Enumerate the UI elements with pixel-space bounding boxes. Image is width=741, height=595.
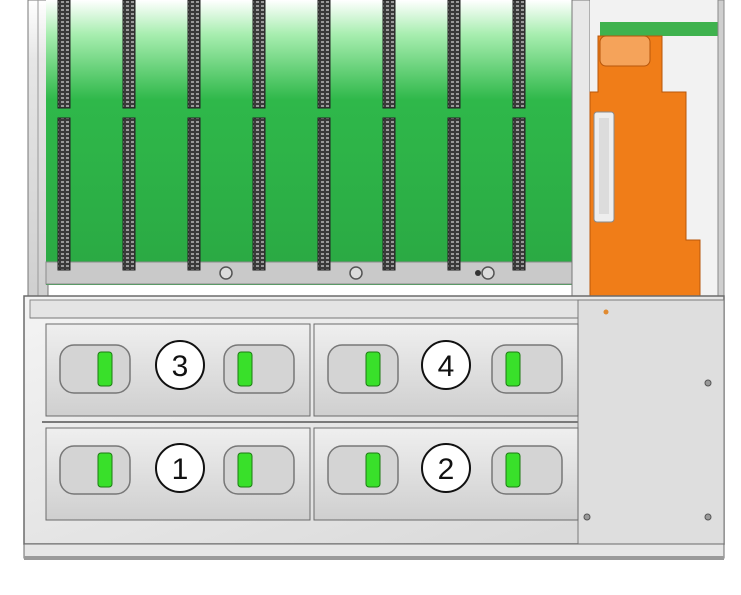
drive-latch-icon[interactable] xyxy=(97,351,113,387)
drive-latch-icon[interactable] xyxy=(505,452,521,488)
screw-icon xyxy=(481,266,495,280)
callout-bay-2: 2 xyxy=(421,443,471,493)
drive-latch-icon[interactable] xyxy=(97,452,113,488)
screw-icon xyxy=(219,266,233,280)
screw-icon xyxy=(349,266,363,280)
drive-bay-3[interactable] xyxy=(45,323,311,417)
callout-bay-1: 1 xyxy=(155,443,205,493)
drive-latch-icon[interactable] xyxy=(365,452,381,488)
dimm-slot-icon xyxy=(447,0,461,271)
dimm-slot-icon xyxy=(317,0,331,271)
dimm-slot-icon xyxy=(512,0,526,271)
drive-latch-icon[interactable] xyxy=(237,351,253,387)
callout-label: 3 xyxy=(172,350,189,383)
callout-bay-4: 4 xyxy=(421,340,471,390)
dimm-slot-icon xyxy=(252,0,266,271)
dimm-slot-icon xyxy=(187,0,201,271)
drive-bay-1[interactable] xyxy=(45,427,311,521)
dimm-slot-icon xyxy=(382,0,396,271)
drive-latch-icon[interactable] xyxy=(505,351,521,387)
drive-latch-icon[interactable] xyxy=(365,351,381,387)
left-chassis-wall xyxy=(27,0,49,301)
dimm-slot-icon xyxy=(57,0,71,271)
fan-bracket-icon xyxy=(571,0,725,299)
callout-label: 1 xyxy=(172,453,189,486)
callout-label: 4 xyxy=(438,350,455,383)
dimm-slot-icon xyxy=(122,0,136,271)
drive-latch-icon[interactable] xyxy=(237,452,253,488)
callout-bay-3: 3 xyxy=(155,340,205,390)
callout-label: 2 xyxy=(438,453,455,486)
dimm-slots xyxy=(57,0,526,271)
